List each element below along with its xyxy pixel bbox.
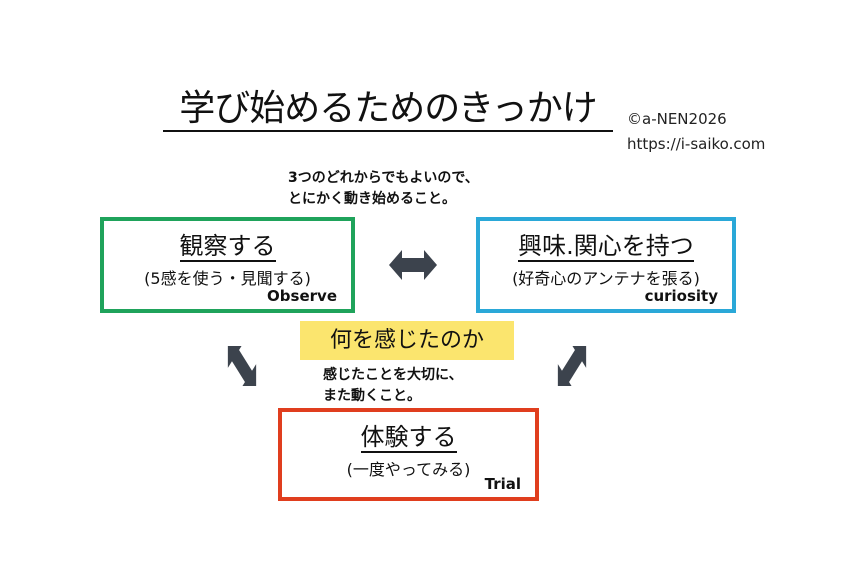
intro-note-line-2: とにかく動き始めること。 bbox=[288, 191, 456, 207]
curiosity-title: 興味.関心を持つ bbox=[518, 232, 694, 262]
intro-note: 3つのどれからでもよいので、 とにかく動き始めること。 bbox=[288, 168, 479, 210]
double-arrow-diagonal-right-icon bbox=[557, 346, 587, 386]
trial-title: 体験する bbox=[360, 423, 457, 453]
observe-english: Observe bbox=[267, 287, 337, 305]
source-url: https://i-saiko.com bbox=[627, 135, 766, 153]
observe-box: 観察する (5感を使う・見聞する) Observe bbox=[100, 217, 355, 313]
center-note-line-1: 感じたことを大切に、 bbox=[323, 367, 463, 383]
center-note-line-2: また動くこと。 bbox=[323, 388, 421, 404]
intro-note-line-1: 3つのどれからでもよいので、 bbox=[288, 170, 479, 186]
copyright: ©a-NEN2026 bbox=[627, 110, 727, 128]
trial-subtitle: (一度やってみる) bbox=[346, 460, 471, 479]
trial-english: Trial bbox=[484, 475, 521, 493]
center-note: 感じたことを大切に、 また動くこと。 bbox=[323, 365, 463, 407]
curiosity-subtitle: (好奇心のアンテナを張る) bbox=[512, 269, 700, 288]
double-arrow-diagonal-left-icon bbox=[227, 346, 257, 386]
diagram-title: 学び始めるためのきっかけ bbox=[163, 88, 613, 132]
curiosity-english: curiosity bbox=[644, 287, 718, 305]
observe-subtitle: (5感を使う・見聞する) bbox=[144, 269, 311, 288]
curiosity-box: 興味.関心を持つ (好奇心のアンテナを張る) curiosity bbox=[476, 217, 736, 313]
double-arrow-horizontal-icon bbox=[389, 250, 437, 280]
trial-box: 体験する (一度やってみる) Trial bbox=[278, 408, 539, 501]
observe-title: 観察する bbox=[179, 232, 276, 262]
center-highlight: 何を感じたのか bbox=[300, 321, 514, 360]
